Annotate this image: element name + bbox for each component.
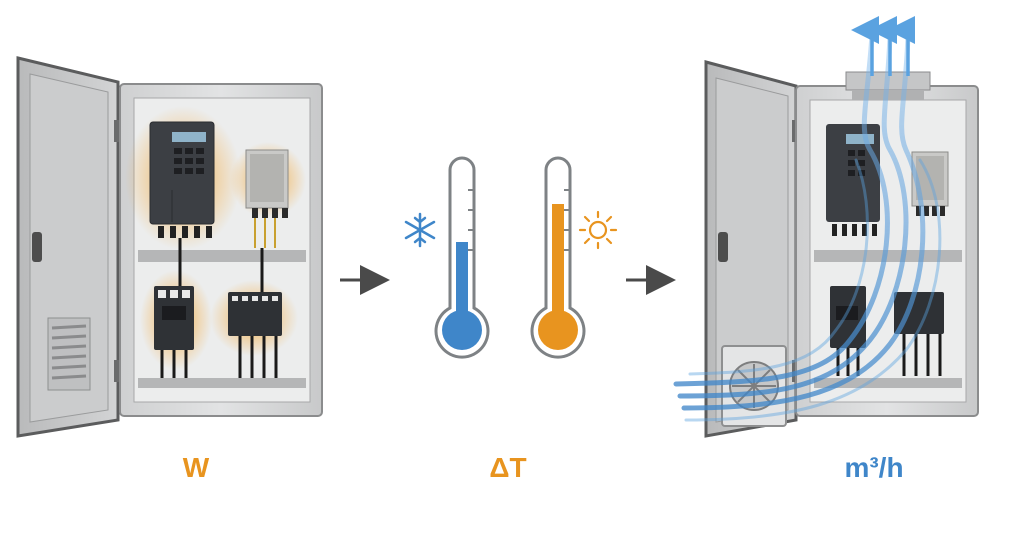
temperature-difference-label: ΔT — [489, 452, 527, 483]
vfd-drive-icon — [149, 121, 215, 238]
vent-grille-icon — [47, 317, 91, 391]
airflow-rate-label: m³/h — [844, 452, 904, 483]
io-module-icon — [894, 292, 944, 376]
door-handle-icon — [718, 232, 728, 262]
io-module-icon — [228, 292, 282, 378]
right-cabinet-door — [704, 60, 798, 438]
sun-icon — [578, 210, 618, 250]
left-cabinet — [16, 56, 323, 438]
cold-thermometer-icon — [434, 156, 490, 359]
vfd-drive-icon — [826, 124, 880, 236]
left-cabinet-door — [16, 56, 120, 438]
door-handle-icon — [32, 232, 42, 262]
power-supply-icon — [245, 149, 289, 248]
heat-load-label: W — [182, 452, 210, 483]
hot-thermometer-icon — [530, 156, 586, 359]
snowflake-icon — [404, 212, 436, 248]
exhaust-arrows — [851, 16, 915, 76]
airflow-streams — [673, 31, 942, 422]
circuit-breaker-icon — [154, 286, 194, 378]
